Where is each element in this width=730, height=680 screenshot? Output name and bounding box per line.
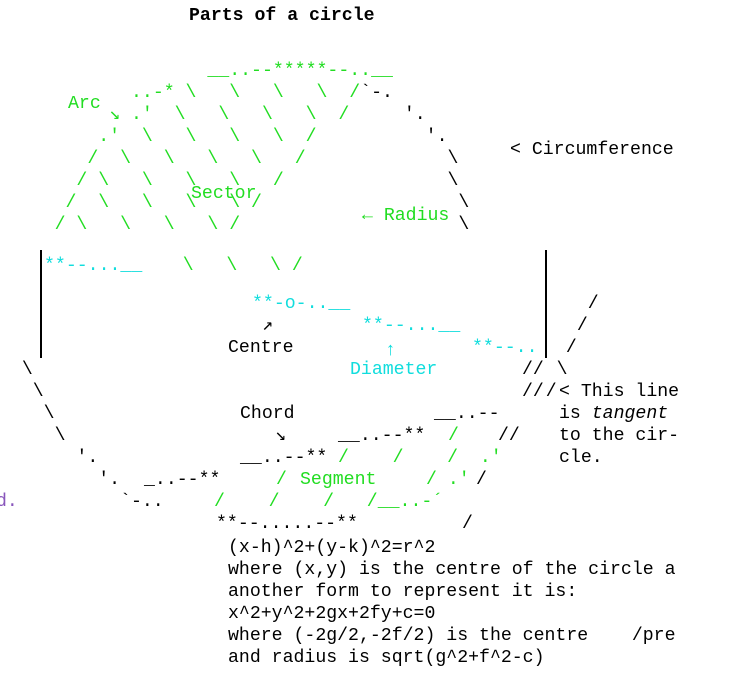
tangent-label-3: to the cir- xyxy=(559,426,680,446)
segment-hatch-2: / / / .' xyxy=(338,448,502,468)
formula-line-4: x^2+y^2+2gx+2fy+c=0 xyxy=(228,604,436,624)
segment-hatch-1: / xyxy=(448,426,459,446)
tangent-label-4: cle. xyxy=(559,448,603,468)
tangent-line: / xyxy=(555,294,599,314)
arc-label: Arc xyxy=(68,94,101,114)
radius-dashed-line: **--...__ xyxy=(44,256,143,276)
chord-line-1: __..-- xyxy=(434,404,500,424)
circumference-label: < Circumference xyxy=(510,140,674,160)
tangent-line-2: / xyxy=(555,316,588,336)
tangent-label-2: is tangent xyxy=(559,404,669,424)
tangent-emphasis: tangent xyxy=(591,404,669,424)
chord-line-2: __..--** xyxy=(338,426,426,446)
tangent-line-8: / xyxy=(462,514,473,534)
diameter-line-2: **--...__ xyxy=(362,316,461,336)
tangent-label-1: < This line xyxy=(559,382,680,402)
formula-block: (x-h)^2+(y-k)^2=r^2 where (x,y) is the c… xyxy=(228,537,676,669)
formula-line-1: (x-h)^2+(y-k)^2=r^2 xyxy=(228,538,436,558)
formula-line-5: where (-2g/2,-2f/2) is the centre /pre xyxy=(228,626,676,646)
chord-line-3: __..--** xyxy=(240,448,328,468)
chord-arrow-icon: ↘ xyxy=(275,426,286,446)
centre-label: Centre xyxy=(228,338,294,358)
radius-label: ← Radius xyxy=(362,206,450,226)
circle-right-side xyxy=(545,250,547,358)
diameter-label: Diameter xyxy=(350,360,438,380)
chord-line-4: _..--** xyxy=(144,470,221,490)
tangent-line-3: / xyxy=(555,338,577,358)
formula-line-2: where (x,y) is the centre of the circle … xyxy=(228,560,676,580)
circle-left-side xyxy=(40,250,42,358)
centre-arrow-icon: ↗ xyxy=(262,316,273,336)
tangent-line-4: // xyxy=(522,360,544,380)
circle-ascii-art: __..--*****--..__ ..-* \ \ \ \ /`-. ↘ .'… xyxy=(0,61,470,235)
segment-hatch-4: / .' xyxy=(426,470,470,490)
circle-bottom: **--.....--** xyxy=(216,514,358,534)
formula-line-6: and radius is sqrt(g^2+f^2-c) xyxy=(228,648,545,668)
segment-hatch-3: / xyxy=(276,470,287,490)
tangent-line-7: / xyxy=(476,470,487,490)
diameter-line: **-o-..__ xyxy=(252,294,351,314)
chord-label: Chord xyxy=(240,404,295,424)
diagram-title: Parts of a circle xyxy=(189,6,375,26)
segment-label: Segment xyxy=(300,470,377,490)
diameter-arrow-icon: ↑ xyxy=(385,341,396,361)
formula-line-3: another form to represent it is: xyxy=(228,582,578,602)
sector-label: Sector xyxy=(191,184,257,204)
segment-hatch-5: / / / /__..-´ xyxy=(214,492,444,512)
diameter-line-3: **--.. xyxy=(472,338,538,358)
tangent-line-5: // xyxy=(522,382,544,402)
tangent-line-6: // xyxy=(498,426,520,446)
stray-text: d. xyxy=(0,492,18,512)
sector-bottom-hatch: \ \ \ / xyxy=(150,256,303,276)
circle-lower-ascii: \ \ \ / \ \ '. '. `-.. xyxy=(21,360,568,512)
